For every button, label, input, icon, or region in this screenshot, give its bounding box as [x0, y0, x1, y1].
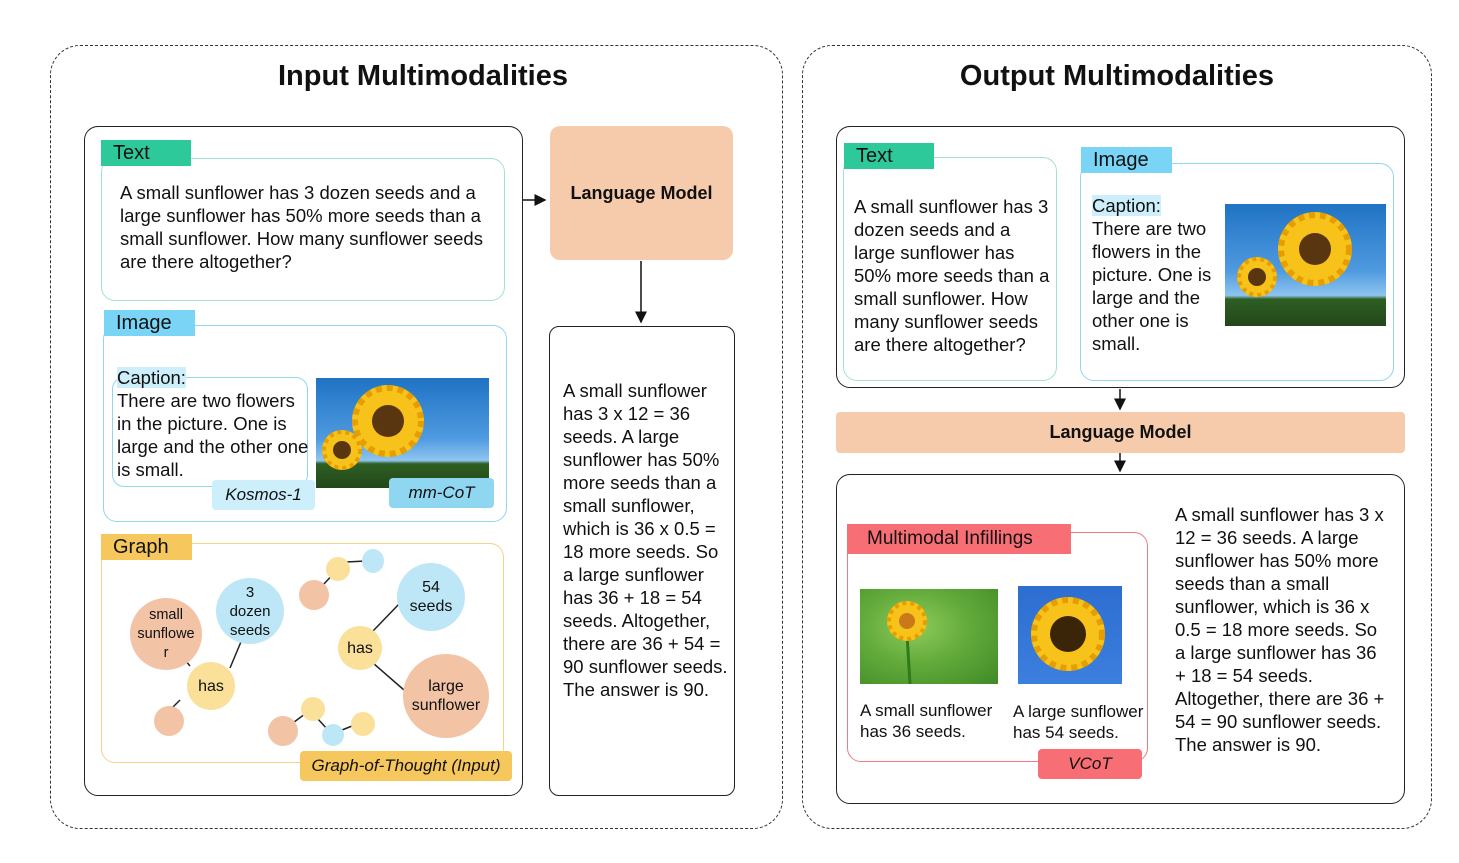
input-answer-box [549, 326, 735, 796]
output-answer-text: A small sunflower has 3 x 12 = 36 seeds.… [1175, 504, 1385, 732]
input-caption: Caption: There are two flowers in the pi… [117, 366, 309, 481]
infill-tag: Multimodal Infillings [847, 524, 1071, 554]
input-text-box [101, 158, 505, 301]
input-caption-label: Caption: [117, 367, 186, 388]
input-caption-box [112, 377, 308, 487]
output-title: Output Multimodalities [959, 60, 1275, 92]
sunflower-photo [316, 378, 489, 488]
infill-caption-small: A small sunflower has 36 seeds. [860, 701, 993, 741]
infill-caption-large: A large sunflower has 54 seeds. [1013, 702, 1144, 742]
input-language-model: Language Model [550, 126, 733, 260]
input-text-body: A small sunflower has 3 dozen seeds and … [120, 182, 483, 272]
sunflower-photo [860, 589, 998, 684]
sunflower-photo-art [1237, 212, 1352, 297]
input-text-tag: Text [101, 140, 191, 166]
input-title: Input Multimodalities [278, 60, 568, 92]
node-small-5 [268, 716, 298, 746]
node-small-sunflower: small sunflowe r [130, 598, 202, 670]
output-answer-final: The answer is 90. [1175, 734, 1322, 755]
output-image-box [1080, 163, 1394, 381]
output-text-tag: Text [844, 143, 934, 169]
node-has-right: has [338, 626, 382, 670]
node-small-1 [154, 706, 184, 736]
node-large-sunflower: large sunflower [403, 654, 489, 738]
node-small-4 [362, 549, 384, 573]
node-54-seeds: 54 seeds [397, 563, 465, 631]
input-image-box [103, 325, 507, 522]
output-caption: Caption: There are two flowers in the pi… [1092, 194, 1222, 355]
input-answer: A small sunflower has 3 x 12 = 36 seeds.… [563, 379, 731, 701]
input-answer-text: A small sunflower has 3 x 12 = 36 seeds.… [563, 380, 728, 677]
node-small-8 [351, 712, 375, 736]
node-small-3 [326, 557, 350, 581]
output-text-box [843, 157, 1057, 381]
output-text-body: A small sunflower has 3 dozen seeds and … [854, 196, 1050, 355]
input-caption-text: There are two flowers in the picture. On… [117, 390, 309, 480]
sunflower-photo [1225, 204, 1386, 326]
badge-graph-of-thought: Graph-of-Thought (Input) [300, 751, 512, 781]
input-panel [50, 45, 783, 829]
node-3-dozen-seeds: 3 dozen seeds [216, 578, 284, 644]
badge-kosmos: Kosmos-1 [212, 480, 315, 510]
sunflower-photo-art [322, 385, 424, 470]
sunflower-photo-art [1031, 597, 1105, 671]
node-small-6 [301, 697, 325, 721]
output-caption-label: Caption: [1092, 195, 1161, 216]
input-image-tag: Image [104, 310, 195, 336]
input-answer-final: The answer is 90. [563, 679, 710, 700]
sunflower-photo-art [887, 601, 927, 684]
input-graph-tag: Graph [101, 534, 192, 560]
output-language-model: Language Model [836, 412, 1405, 453]
node-small-2 [299, 580, 329, 610]
sunflower-photo [1018, 586, 1122, 684]
badge-mm-cot: mm-CoT [389, 478, 494, 508]
output-caption-text: There are two flowers in the picture. On… [1092, 218, 1212, 354]
badge-vcot: VCoT [1038, 749, 1142, 779]
output-image-tag: Image [1081, 147, 1172, 173]
output-answer: A small sunflower has 3 x 12 = 36 seeds.… [1175, 503, 1387, 756]
node-has-left: has [187, 662, 235, 710]
node-small-7 [322, 724, 344, 746]
output-panel [802, 45, 1432, 829]
